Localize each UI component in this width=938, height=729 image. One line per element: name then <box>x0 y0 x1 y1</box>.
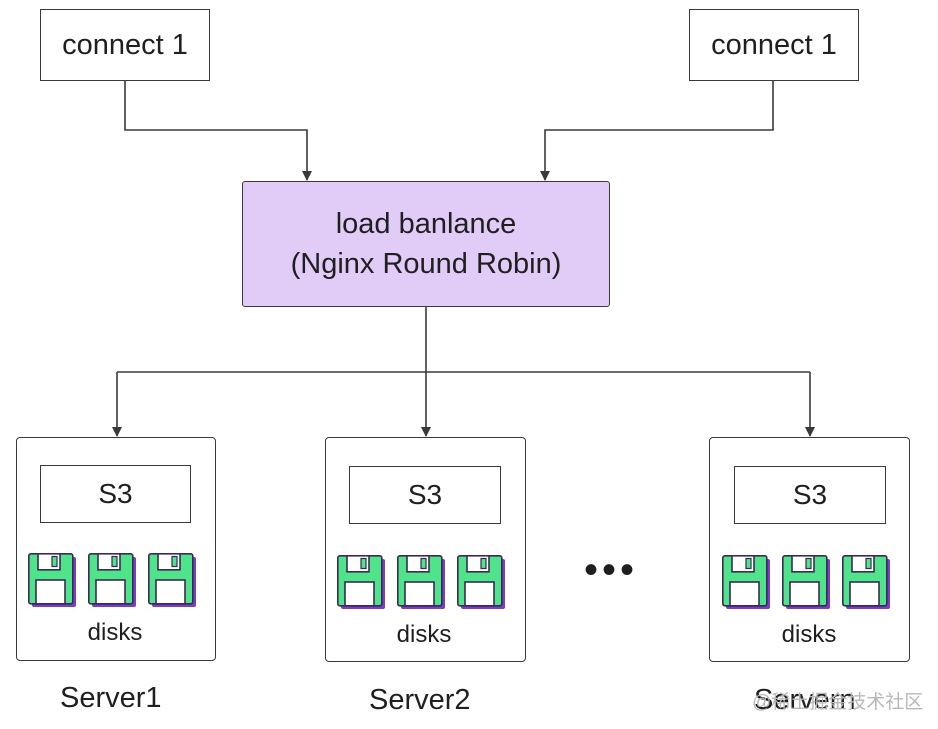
server2-s3-label: S3 <box>407 479 443 510</box>
servern-disks-label: disks <box>781 621 837 648</box>
floppy-disk-icon <box>842 555 891 615</box>
load-balancer-box: load banlance (Nginx Round Robin) <box>242 181 610 307</box>
load-balancer-subtitle: (Nginx Round Robin) <box>290 248 562 280</box>
floppy-disk-icon <box>337 555 386 615</box>
edge-connect-right-to-lb <box>540 80 774 181</box>
floppy-disk-icon <box>148 553 197 613</box>
floppy-disk-icon <box>457 555 506 615</box>
floppy-disk-icon <box>722 555 771 615</box>
servern-s3-label: S3 <box>792 479 828 510</box>
connect-right-box: connect 1 <box>689 9 859 81</box>
server2-disks <box>337 555 506 615</box>
connect-right-label: connect 1 <box>711 28 837 61</box>
servern-label: Servern <box>754 684 856 716</box>
floppy-disk-icon <box>397 555 446 615</box>
servern-s3-box: S3 <box>734 466 886 524</box>
server2-disks-label: disks <box>396 621 452 648</box>
server1-s3-box: S3 <box>40 465 191 523</box>
watermark: @稀土掘金技术社区 <box>752 692 924 713</box>
edge-connect-left-to-lb <box>124 80 312 181</box>
floppy-disk-icon <box>28 553 77 613</box>
floppy-disk-icon <box>782 555 831 615</box>
server2-label: Server2 <box>369 684 471 716</box>
server1-disks <box>28 553 197 613</box>
connect-left-label: connect 1 <box>62 28 188 61</box>
more-servers-ellipsis: ••• <box>584 548 639 592</box>
floppy-disk-icon <box>88 553 137 613</box>
servern-disks <box>722 555 891 615</box>
load-balancer-title: load banlance <box>335 208 517 240</box>
server1-label: Server1 <box>60 682 162 714</box>
server1-disks-label: disks <box>87 619 143 646</box>
server2-s3-box: S3 <box>349 466 501 524</box>
server1-s3-label: S3 <box>98 478 133 509</box>
connect-left-box: connect 1 <box>40 9 210 81</box>
